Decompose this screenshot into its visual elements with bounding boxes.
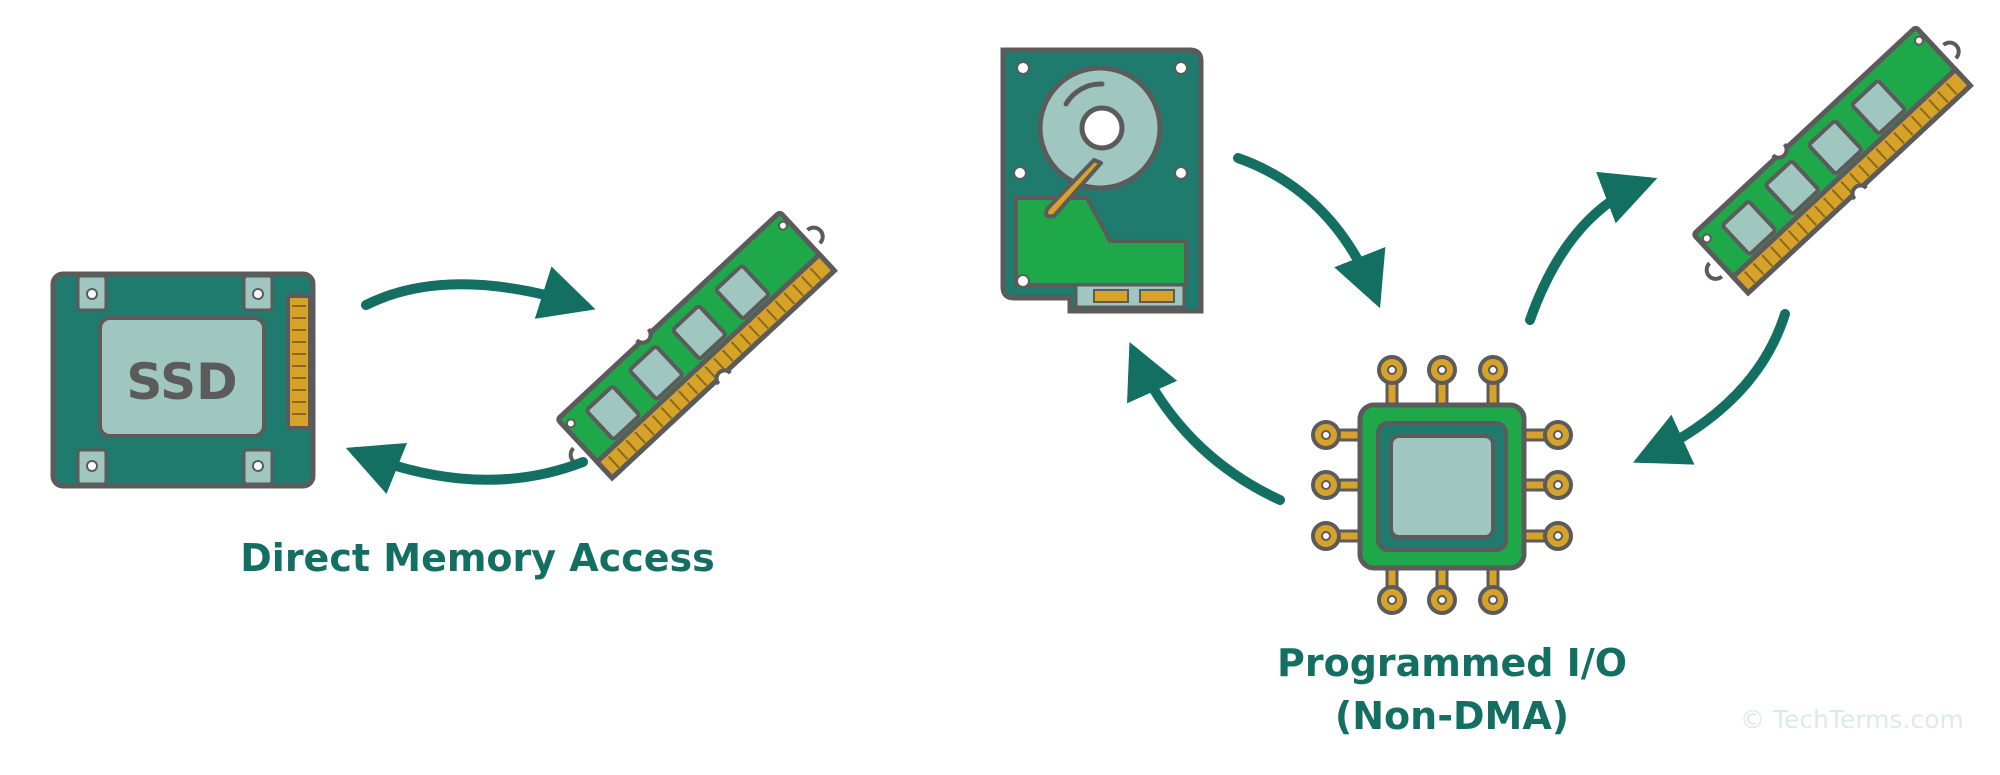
arrow-cpu-to-hdd (1127, 341, 1285, 505)
ssd-icon: SSD (50, 271, 316, 489)
arrow-ram-to-cpu (1633, 309, 1790, 465)
programmed-io-caption-line2: (Non-DMA) (1334, 694, 1570, 738)
arrow-ssd-to-ram (361, 266, 596, 319)
watermark: © TechTerms.com (1740, 705, 1964, 734)
hard-drive-icon (1000, 47, 1204, 314)
ssd-label: SSD (126, 353, 237, 411)
arrow-cpu-to-ram (1525, 171, 1658, 325)
programmed-io-caption: Programmed I/O (Non-DMA) (1227, 637, 1677, 743)
arrow-ram-to-ssd (345, 442, 588, 494)
arrow-hdd-to-cpu (1233, 153, 1386, 309)
programmed-io-caption-line1: Programmed I/O (1277, 641, 1627, 685)
dma-caption: Direct Memory Access (240, 536, 715, 580)
ram-module-icon (542, 198, 849, 493)
ram-module-icon (1678, 13, 1985, 308)
cpu-chip-icon (1311, 355, 1573, 615)
